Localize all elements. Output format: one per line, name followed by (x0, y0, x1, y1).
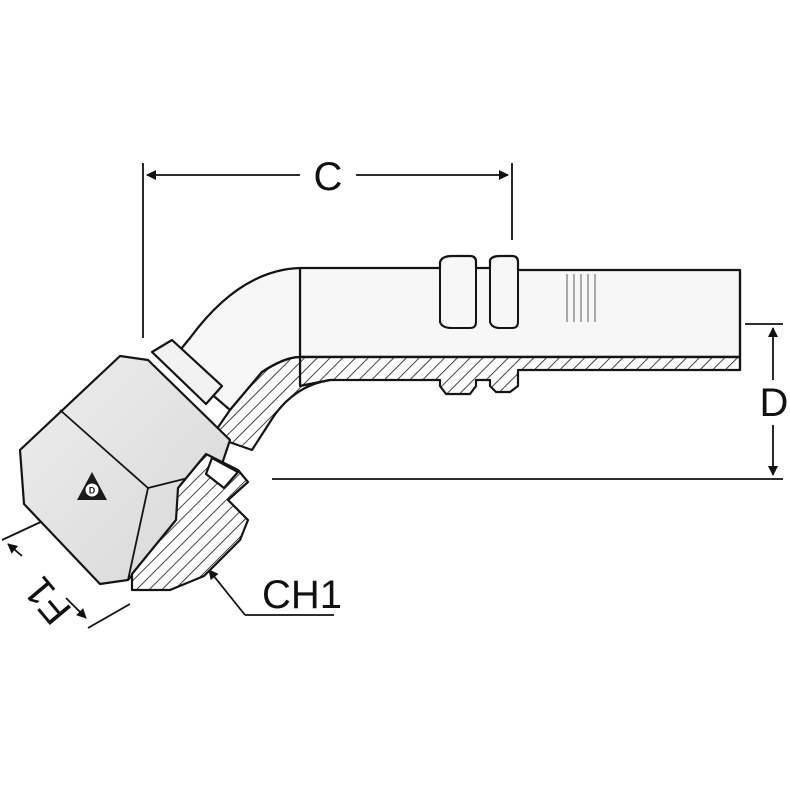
svg-text:D: D (89, 486, 96, 496)
ch1-leader-diagonal (208, 569, 246, 616)
nut-seat (204, 456, 240, 490)
f1-dimension-label: F1 (16, 568, 80, 632)
hose-tail-section (298, 355, 742, 396)
dunlop-triangle-logo-icon: D (77, 472, 107, 500)
f1-extension-right (87, 603, 131, 629)
swivel-nut (18, 338, 250, 592)
nut-shoulder (150, 338, 224, 406)
dimension-lines (1, 163, 783, 629)
f1-dimension-line-bottom (65, 597, 87, 619)
nut-facet-line-2 (127, 487, 149, 581)
nut-facet-line-1 (59, 409, 149, 489)
hose-tail-collars (439, 268, 519, 329)
hose-tail-upper-body (298, 254, 742, 359)
hose-tail (298, 254, 742, 396)
hose-tail-barbs (566, 274, 596, 322)
ch1-dimension-label: CH1 (262, 573, 342, 617)
d-dimension-label: D (760, 381, 789, 425)
nut-section (130, 452, 250, 592)
f1-extension-left (1, 519, 46, 541)
c-dimension-label: C (314, 155, 343, 199)
f1-dimension-line-top (7, 543, 23, 557)
